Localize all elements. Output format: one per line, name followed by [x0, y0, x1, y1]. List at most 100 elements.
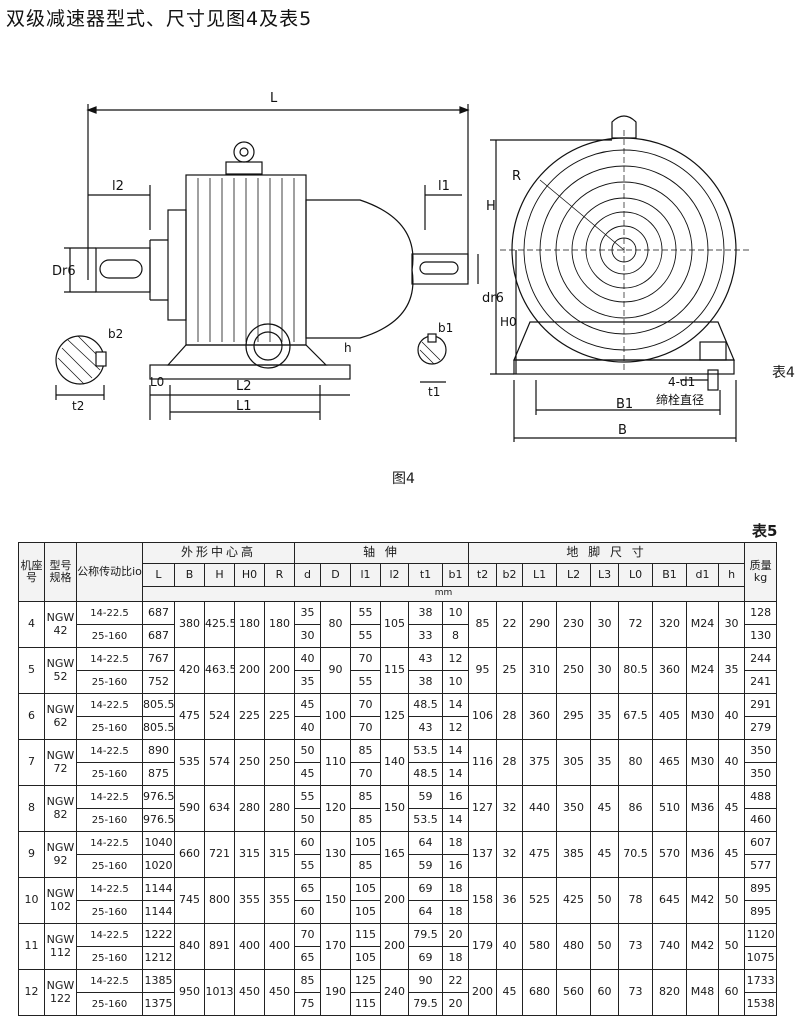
- table-cell: 48.5: [408, 762, 443, 786]
- table-cell: 570: [652, 831, 688, 878]
- table-cell: 200: [468, 969, 498, 1016]
- table-cell: 10: [441, 670, 470, 694]
- table-cell: 891: [204, 923, 235, 970]
- header-ratio: 公称传动比io: [76, 542, 143, 602]
- table-cell: 305: [556, 739, 592, 786]
- table-cell: 25: [496, 647, 524, 694]
- table-cell: 116: [468, 739, 498, 786]
- table-cell: 524: [204, 693, 235, 740]
- table-cell: 740: [652, 923, 688, 970]
- table-cell: 9: [18, 831, 45, 878]
- table-cell: 805.5: [142, 693, 175, 717]
- table-cell: 687: [142, 601, 175, 625]
- ratio-cell: 14-22.5: [76, 601, 143, 625]
- table-cell: 200: [234, 647, 265, 694]
- table-cell: 1040: [142, 831, 175, 855]
- arrow: [459, 106, 470, 114]
- table-cell: 752: [142, 670, 175, 694]
- table-cell: 1375: [142, 992, 175, 1016]
- table-cell: 32: [496, 785, 524, 832]
- table-cell: 280: [264, 785, 295, 832]
- table-cell: 800: [204, 877, 235, 924]
- table-cell: 18: [441, 831, 470, 855]
- table-cell: 110: [320, 739, 351, 786]
- table-cell: 85: [350, 739, 381, 763]
- flange: [167, 209, 187, 321]
- table-cell: 680: [522, 969, 558, 1016]
- ratio-cell: 14-22.5: [76, 969, 143, 993]
- table-cell: 85: [350, 854, 381, 878]
- table-cell: 280: [234, 785, 265, 832]
- table-cell: 70: [294, 923, 321, 947]
- table-cell: 240: [380, 969, 409, 1016]
- table-cell: 28: [496, 693, 524, 740]
- column-header: L1: [522, 563, 558, 587]
- table-cell: 50: [294, 808, 321, 832]
- ratio-cell: 14-22.5: [76, 877, 143, 901]
- table-cell: 250: [264, 739, 295, 786]
- table-cell: 475: [174, 693, 205, 740]
- label-t2: t2: [72, 399, 84, 413]
- table-cell: 510: [652, 785, 688, 832]
- label-l2: l2: [112, 179, 124, 194]
- table-cell: 11: [18, 923, 45, 970]
- table-cell: 45: [718, 785, 746, 832]
- table-cell: 80: [320, 601, 351, 648]
- table-cell: 35: [294, 670, 321, 694]
- table-cell: 976.5: [142, 785, 175, 809]
- table-cell: 85: [294, 969, 321, 993]
- table-cell: 225: [264, 693, 295, 740]
- table-cell: 105: [350, 831, 381, 855]
- table-cell: 73: [618, 969, 654, 1016]
- ratio-cell: 14-22.5: [76, 647, 143, 671]
- table-cell: 150: [380, 785, 409, 832]
- ratio-cell: 14-22.5: [76, 739, 143, 763]
- table-cell: 38: [408, 670, 443, 694]
- table-cell: 355: [234, 877, 265, 924]
- table-cell: 1120: [744, 923, 778, 947]
- label-L1: L1: [236, 399, 252, 414]
- column-header: b1: [441, 563, 470, 587]
- table-cell: 1733: [744, 969, 778, 993]
- header-mass: 质量kg: [744, 542, 778, 602]
- ratio-cell: 25-160: [76, 900, 143, 924]
- table-cell: 50: [590, 923, 620, 970]
- table-cell: 425: [556, 877, 592, 924]
- table-cell: 450: [234, 969, 265, 1016]
- table-cell: 45: [590, 831, 620, 878]
- table-cell: 43: [408, 716, 443, 740]
- column-header: l1: [350, 563, 381, 587]
- label-Dr6: Dr6: [52, 264, 76, 279]
- table-cell: 179: [468, 923, 498, 970]
- table-cell: 125: [350, 969, 381, 993]
- ratio-cell: 25-160: [76, 716, 143, 740]
- table-cell: 590: [174, 785, 205, 832]
- output-shaft: [411, 253, 469, 285]
- shaft-key: [99, 259, 143, 279]
- table-cell: 420: [174, 647, 205, 694]
- table-cell: 350: [744, 762, 778, 786]
- bearing-boss: [245, 323, 291, 369]
- table-cell: 50: [294, 739, 321, 763]
- table-cell: 165: [380, 831, 409, 878]
- header-group-shaft: 轴 伸: [293, 542, 470, 564]
- table-cell: 440: [522, 785, 558, 832]
- ratio-cell: 25-160: [76, 854, 143, 878]
- table-cell: 895: [744, 877, 778, 901]
- table-cell: 14: [441, 739, 470, 763]
- table-cell: 1538: [744, 992, 778, 1016]
- header-spec: 型号规格: [44, 542, 77, 602]
- table-cell: M42: [686, 877, 720, 924]
- table-cell: 65: [294, 946, 321, 970]
- table-cell: 30: [294, 624, 321, 648]
- table-cell: 36: [496, 877, 524, 924]
- table-cell: 78: [618, 877, 654, 924]
- header-group-foot: 地 脚 尺 寸: [468, 542, 746, 564]
- table-cell: 200: [264, 647, 295, 694]
- model-cell: NGW 112: [44, 923, 77, 970]
- table-cell: 355: [264, 877, 295, 924]
- table-cell: 1385: [142, 969, 175, 993]
